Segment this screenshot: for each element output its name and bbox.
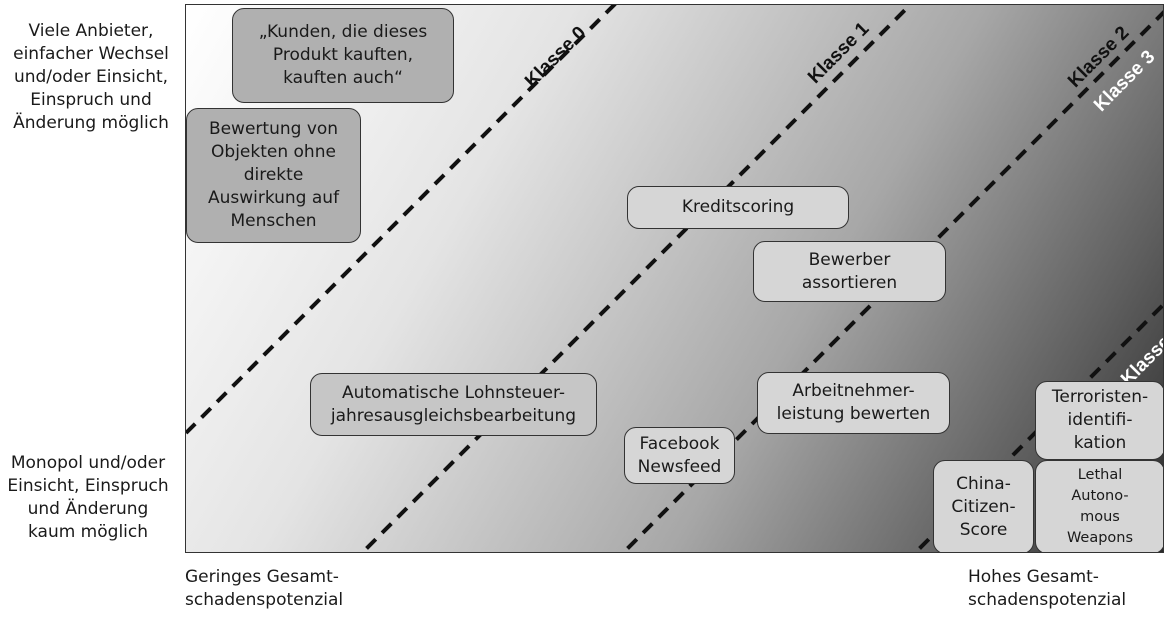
box-lohnsteuer: Automatische Lohnsteuer- jahresausgleich… [310,373,597,436]
box-bewertung-objekte: Bewertung von Objekten ohne direkte Ausw… [186,108,361,243]
box-kunden-kauften-auch: „Kunden, die dieses Produkt kauften, kau… [232,8,454,103]
y-axis-bottom-label: Monopol und/oder Einsicht, Einspruch und… [7,453,169,542]
boundary-line-klasse-0 [186,5,617,435]
box-bewerber-assortieren: Bewerber assortieren [753,241,946,302]
box-kreditscoring: Kreditscoring [627,186,849,229]
box-terroristenidentifikation: Terroristen- identifi- kation [1035,381,1163,460]
box-facebook-newsfeed: Facebook Newsfeed [624,427,735,484]
x-axis-left-label: Geringes Gesamt- schadenspotenzial [185,567,344,610]
box-arbeitnehmerleistung: Arbeitnehmer- leistung bewerten [757,372,950,434]
box-lethal-autonomous-weapons: Lethal Autono- mous Weapons [1035,460,1163,552]
box-china-citizen-score: China- Citizen- Score [933,460,1034,552]
y-axis-top-label: Viele Anbieter, einfacher Wechsel und/od… [13,21,169,133]
risk-matrix-plot: Klasse 0 Klasse 1 Klasse 2 Klasse 3 Klas… [185,4,1164,553]
x-axis-right-label: Hohes Gesamt- schadenspotenzial [968,567,1127,610]
